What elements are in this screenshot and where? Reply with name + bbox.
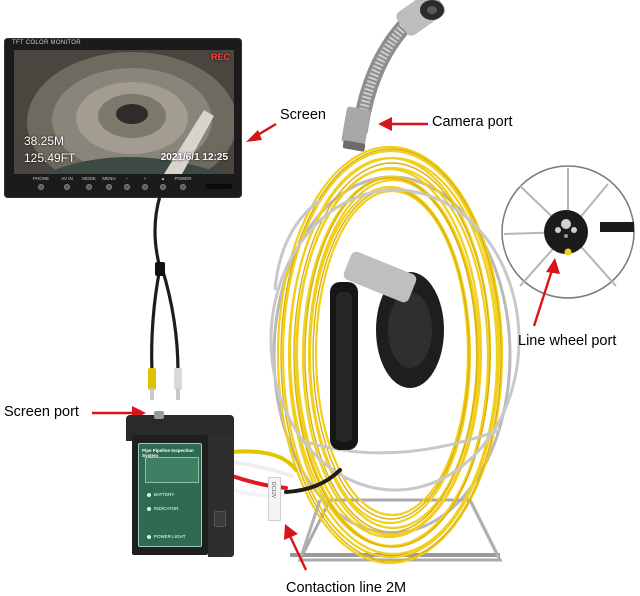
panel-indicator-label: BATTERY <box>154 492 175 497</box>
led-icon <box>147 506 151 511</box>
osd-rec-indicator: REC <box>210 52 230 62</box>
camera-head <box>396 0 446 36</box>
cable-tag-text: DC12V <box>270 482 276 499</box>
av-cable <box>150 195 180 373</box>
osd-distance-meters: 38.25M <box>24 134 65 148</box>
zoom-circle <box>501 165 635 299</box>
panel-indicator-label: INDICATOR <box>154 506 179 511</box>
control-minus[interactable]: − <box>116 176 138 190</box>
control-up[interactable]: ▲ <box>152 176 174 190</box>
control-plus[interactable]: + <box>134 176 156 190</box>
panel-title: Pipe Pipeline Inspection System <box>142 448 194 458</box>
button-dot-icon <box>142 184 148 190</box>
callout-line-wheel-port: Line wheel port <box>518 333 617 349</box>
callout-contaction-line: Contaction line 2M <box>286 580 407 596</box>
screen-port-connector <box>154 411 164 419</box>
monitor-controls: PHONE AV IN MODE MENU − + ▲ POWER <box>14 176 234 196</box>
control-power[interactable]: POWER <box>172 176 194 190</box>
control-box-side <box>208 435 234 557</box>
control-box-panel: Pipe Pipeline Inspection System BATTERY … <box>138 443 202 547</box>
panel-indicator-power: POWER LIGHT <box>147 534 186 539</box>
power-button-icon <box>180 184 186 190</box>
button-dot-icon <box>86 184 92 190</box>
button-dot-icon <box>38 184 44 190</box>
control-label: MENU <box>102 176 116 181</box>
panel-indicator-label: POWER LIGHT <box>154 534 186 539</box>
control-mode[interactable]: MODE <box>78 176 100 190</box>
cable-tag: DC12V <box>268 477 281 521</box>
reel-hub <box>343 251 444 388</box>
control-menu[interactable]: MENU <box>98 176 120 190</box>
contaction-cables <box>230 449 342 498</box>
monitor: TFT COLOR MONITOR REC 38.25M 125.49FT 20… <box>4 38 242 198</box>
control-label: MODE <box>82 176 96 181</box>
av-plugs <box>148 262 182 400</box>
callout-camera-port: Camera port <box>432 114 513 130</box>
button-dot-icon <box>160 184 166 190</box>
control-box: Pipe Pipeline Inspection System BATTERY … <box>126 411 234 557</box>
panel-indicator-battery: BATTERY <box>147 492 174 497</box>
reel-handle <box>330 282 358 450</box>
monitor-screen: REC 38.25M 125.49FT 2021/6/1 12:25 <box>14 50 234 174</box>
panel-info-sticker <box>145 457 199 483</box>
osd-distance-feet: 125.49FT <box>24 151 76 165</box>
reel-frame-front <box>269 188 521 561</box>
control-label: AV IN <box>61 176 73 181</box>
callout-screen-port: Screen port <box>4 404 79 420</box>
control-av-in[interactable]: AV IN <box>56 176 78 190</box>
power-switch[interactable] <box>214 511 226 527</box>
control-phone[interactable]: PHONE <box>30 176 52 190</box>
panel-indicator-indicator: INDICATOR <box>147 506 178 511</box>
button-dot-icon <box>106 184 112 190</box>
callout-screen: Screen <box>280 107 326 123</box>
control-label: − <box>125 176 129 181</box>
control-label: PHONE <box>32 176 49 181</box>
button-dot-icon <box>64 184 70 190</box>
monitor-brand: TFT COLOR MONITOR <box>12 40 81 46</box>
led-icon <box>147 534 151 539</box>
osd-datetime: 2021/6/1 12:25 <box>160 152 228 163</box>
pipe-view <box>14 50 234 174</box>
button-dot-icon <box>124 184 130 190</box>
control-label: ▲ <box>160 176 166 181</box>
sd-card-slot <box>206 184 232 189</box>
control-label: + <box>143 176 147 181</box>
control-label: POWER <box>174 176 192 181</box>
led-icon <box>147 492 151 497</box>
callout-arrows <box>92 117 560 571</box>
camera-coupler <box>341 106 371 152</box>
reel-cable-coil <box>276 145 504 565</box>
